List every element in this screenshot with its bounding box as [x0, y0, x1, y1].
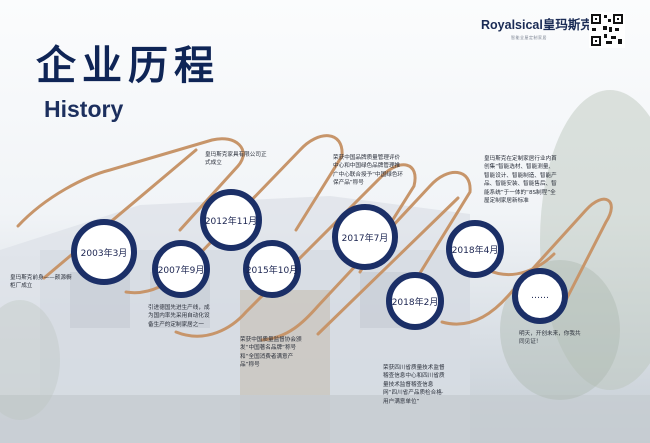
- milestone-year: 2012年11月: [204, 216, 258, 227]
- milestone-desc: 荣获中国品牌质量管理评价中心和中国绿色品牌管理推广中心联合授予“中国绿色环保产品…: [333, 155, 404, 187]
- milestone-year: 2018年2月: [391, 297, 439, 308]
- milestone-2018-02: 2018年2月: [386, 272, 444, 330]
- milestone-2003-03: 2003年3月: [71, 219, 137, 285]
- milestone-2017-07: 2017年7月: [332, 204, 398, 270]
- milestone-desc: 荣获四川省质量技术监督稽查信息中心和四川省质量技术监督稽查信息网“四川省产品质检…: [383, 365, 445, 405]
- milestone-year: 2017年7月: [341, 233, 389, 244]
- milestone-desc: 明天，开创未来，你我共同见证！: [519, 331, 581, 346]
- milestone-desc: 皇玛斯克前身——颜源橱柜厂成立: [10, 275, 72, 290]
- milestone-2018-04: 2018年4月: [446, 220, 504, 278]
- page-subtitle: History: [44, 96, 124, 122]
- milestone-desc: 荣获中国质量监督协会颁发“中国著名品牌”称号和“全国消费者满意产品”称号: [240, 337, 302, 369]
- brand-logo: Royalsical皇玛斯克 智能全屋定制家居: [481, 14, 593, 41]
- milestone-2007-09: 2007年9月: [152, 240, 210, 298]
- milestone-desc: 皇玛斯克在定制家居行业内首创集“智能选材、智能测量、智能设计、智能制造、智能产品…: [484, 156, 557, 205]
- milestone-2015-10: 2015年10月: [243, 240, 301, 298]
- milestone-desc: 皇玛斯克家具有限公司正式成立: [205, 152, 267, 167]
- milestone-year: 2003年3月: [80, 248, 128, 259]
- milestone-year: 2018年4月: [451, 245, 499, 256]
- qr-code-icon: [589, 12, 625, 48]
- milestone-future: ……: [512, 268, 568, 324]
- milestone-year: 2015年10月: [245, 265, 299, 276]
- brand-tagline: 智能全屋定制家居: [511, 35, 547, 40]
- milestone-2012-11: 2012年11月: [200, 189, 262, 251]
- milestone-desc: 引进德国先进生产线，成为国内率先采用自动化设备生产的定制家居之一: [148, 305, 210, 328]
- page-title: 企业历程: [36, 42, 220, 89]
- milestone-year: 2007年9月: [157, 265, 205, 276]
- brand-name: Royalsical皇玛斯克: [481, 18, 593, 32]
- milestone-year: ……: [531, 291, 549, 301]
